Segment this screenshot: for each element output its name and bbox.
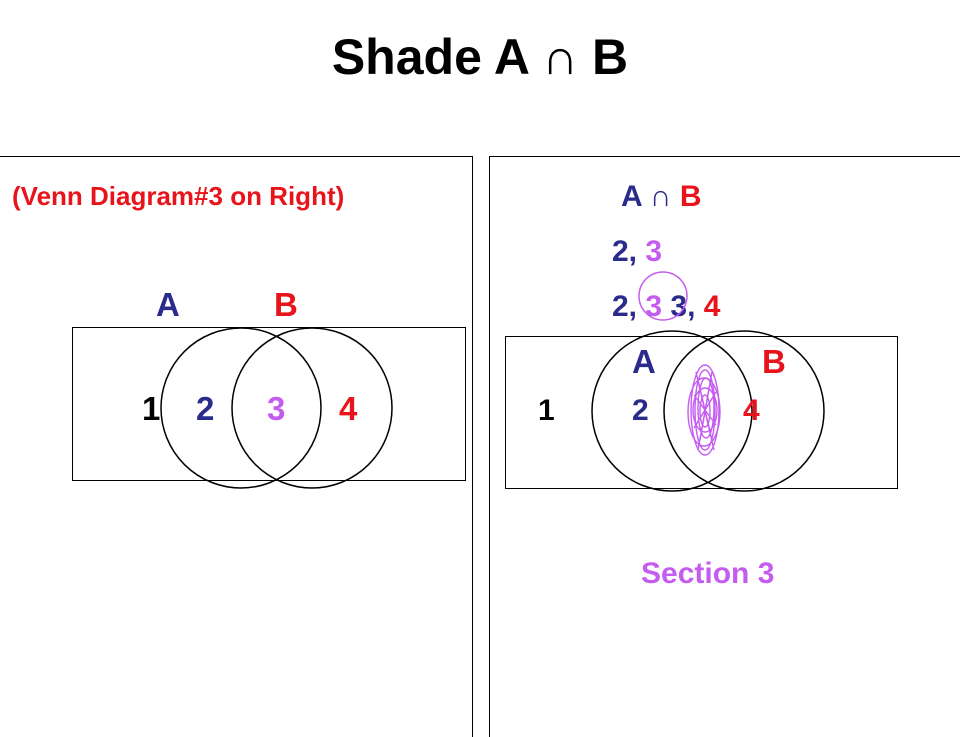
heading-set-b: B <box>679 180 702 213</box>
intersection-line-2: 2, 3 3, 4 <box>612 292 720 322</box>
page-title: Shade A ∩ B <box>331 29 629 85</box>
left-region-3: 3 <box>267 390 286 427</box>
left-set-a-label: A <box>156 286 180 323</box>
left-set-b-label: B <box>274 286 298 323</box>
left-circle-a <box>160 327 322 489</box>
right-panel <box>489 156 960 737</box>
right-region-2: 2 <box>632 394 649 427</box>
heading-set-a: A <box>621 180 642 213</box>
right-region-4: 4 <box>743 394 760 427</box>
right-venn-overlay <box>591 271 825 492</box>
common-element-highlight <box>638 271 688 321</box>
left-circle-b <box>231 327 393 489</box>
intersection-shading <box>687 364 721 456</box>
line2-part-b: 3 <box>645 290 663 323</box>
left-panel <box>0 156 473 737</box>
intersection-line-1: 2, 3 <box>612 237 662 267</box>
left-region-4: 4 <box>339 390 358 427</box>
right-set-b-label: B <box>762 343 786 380</box>
left-venn-circles <box>160 327 393 489</box>
line2-part-a: 2, <box>612 290 646 323</box>
right-circle-b <box>663 330 825 492</box>
left-region-2: 2 <box>196 390 215 427</box>
line2-part-c: 3 <box>662 290 688 323</box>
line2-part-d: , <box>687 290 704 323</box>
right-region-1: 1 <box>538 394 555 427</box>
line1-part-b: 3 <box>645 235 663 268</box>
left-region-1: 1 <box>142 390 161 427</box>
right-set-a-label: A <box>632 343 656 380</box>
left-universal-set-box <box>72 327 466 481</box>
intersection-heading: A ∩ B <box>621 182 702 212</box>
venn-reference-note: (Venn Diagram#3 on Right) <box>12 181 345 211</box>
line1-part-a: 2, <box>612 235 646 268</box>
intersection-symbol: ∩ <box>649 180 672 213</box>
answer-label: Section 3 <box>641 557 775 590</box>
line2-part-e: 4 <box>703 290 721 323</box>
right-circle-a <box>591 330 753 492</box>
